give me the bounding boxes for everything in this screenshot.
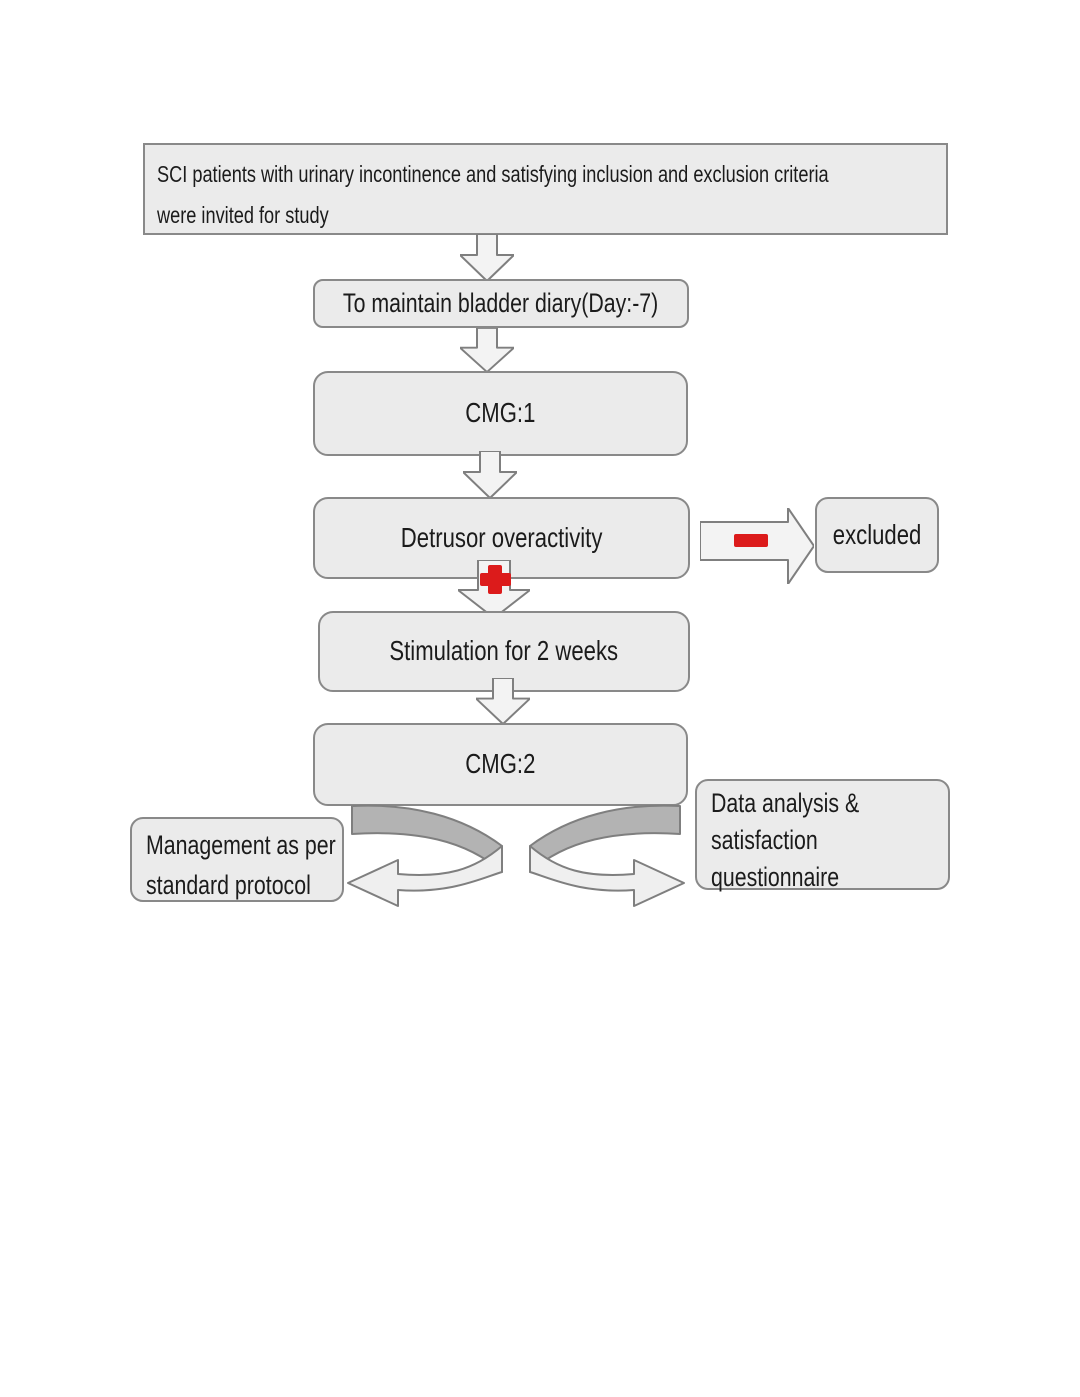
curved-branch-arrows <box>347 804 685 907</box>
arrow-down-icon <box>476 678 530 724</box>
node-stimulation-label: Stimulation for 2 weeks <box>389 635 619 667</box>
node-data-analysis-label: Data analysis & satisfaction questionnai… <box>711 788 860 892</box>
node-cmg1: CMG:1 <box>313 371 688 456</box>
node-bladder-diary-label: To maintain bladder diary(Day:-7) <box>343 287 659 318</box>
node-management-label: Management as per standard protocol <box>146 830 336 900</box>
node-excluded-label: excluded <box>832 518 922 550</box>
node-data-analysis: Data analysis & satisfaction questionnai… <box>695 779 950 892</box>
node-cmg2: CMG:2 <box>313 723 688 806</box>
node-excluded: excluded <box>815 497 939 573</box>
node-detrusor-label: Detrusor overactivity <box>400 521 603 553</box>
curved-arrow-right-icon <box>529 845 685 907</box>
node-cmg1-label: CMG:1 <box>465 397 536 429</box>
node-intro-label: SCI patients with urinary incontinence a… <box>157 161 829 228</box>
curved-arrow-left-icon <box>347 845 503 907</box>
node-cmg2-label: CMG:2 <box>465 748 536 780</box>
arrow-down-icon <box>463 451 517 498</box>
node-intro: SCI patients with urinary incontinence a… <box>143 143 948 235</box>
node-bladder-diary: To maintain bladder diary(Day:-7) <box>313 279 689 328</box>
minus-icon <box>734 534 768 547</box>
arrow-down-icon <box>460 328 514 372</box>
arrow-down-icon <box>460 234 514 281</box>
plus-icon-horizontal-bar <box>480 573 511 586</box>
node-management: Management as per standard protocol <box>130 817 344 902</box>
